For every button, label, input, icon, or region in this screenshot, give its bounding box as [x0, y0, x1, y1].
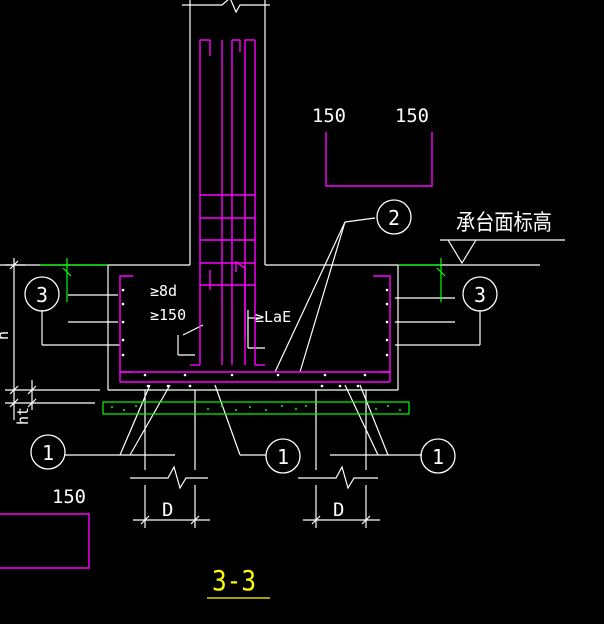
dim-d-left: D — [162, 499, 173, 521]
rebar-dots — [121, 288, 389, 388]
anchor-150-label: ≥150 — [150, 306, 186, 324]
anchor-8d-label: ≥8d — [150, 282, 177, 300]
callout-3-right: 3 — [474, 283, 486, 307]
callout-1-middle: 1 — [277, 445, 289, 469]
dim-d-right: D — [333, 499, 344, 521]
callout-2: 2 — [388, 206, 400, 230]
anchor-lae-label: ≥LaE — [255, 308, 291, 326]
section-title: 3-3 — [212, 564, 256, 597]
callout-1-left: 1 — [42, 441, 54, 465]
dim-ht-label: ht — [14, 407, 32, 425]
dim-h-label: h — [0, 331, 12, 340]
blinding-layer — [102, 401, 410, 415]
concrete-outline — [0, 0, 565, 528]
dim-150-bottom: 150 — [52, 486, 86, 508]
dim-150-top-left: 150 — [312, 105, 346, 127]
callout-1-right: 1 — [432, 445, 444, 469]
rebar — [0, 39, 433, 569]
elevation-ticks — [40, 258, 446, 302]
elevation-label: 承台面标高 — [456, 211, 552, 236]
callout-3-left: 3 — [36, 283, 48, 307]
callout-circles — [24, 199, 498, 474]
dim-150-top-right: 150 — [395, 105, 429, 127]
